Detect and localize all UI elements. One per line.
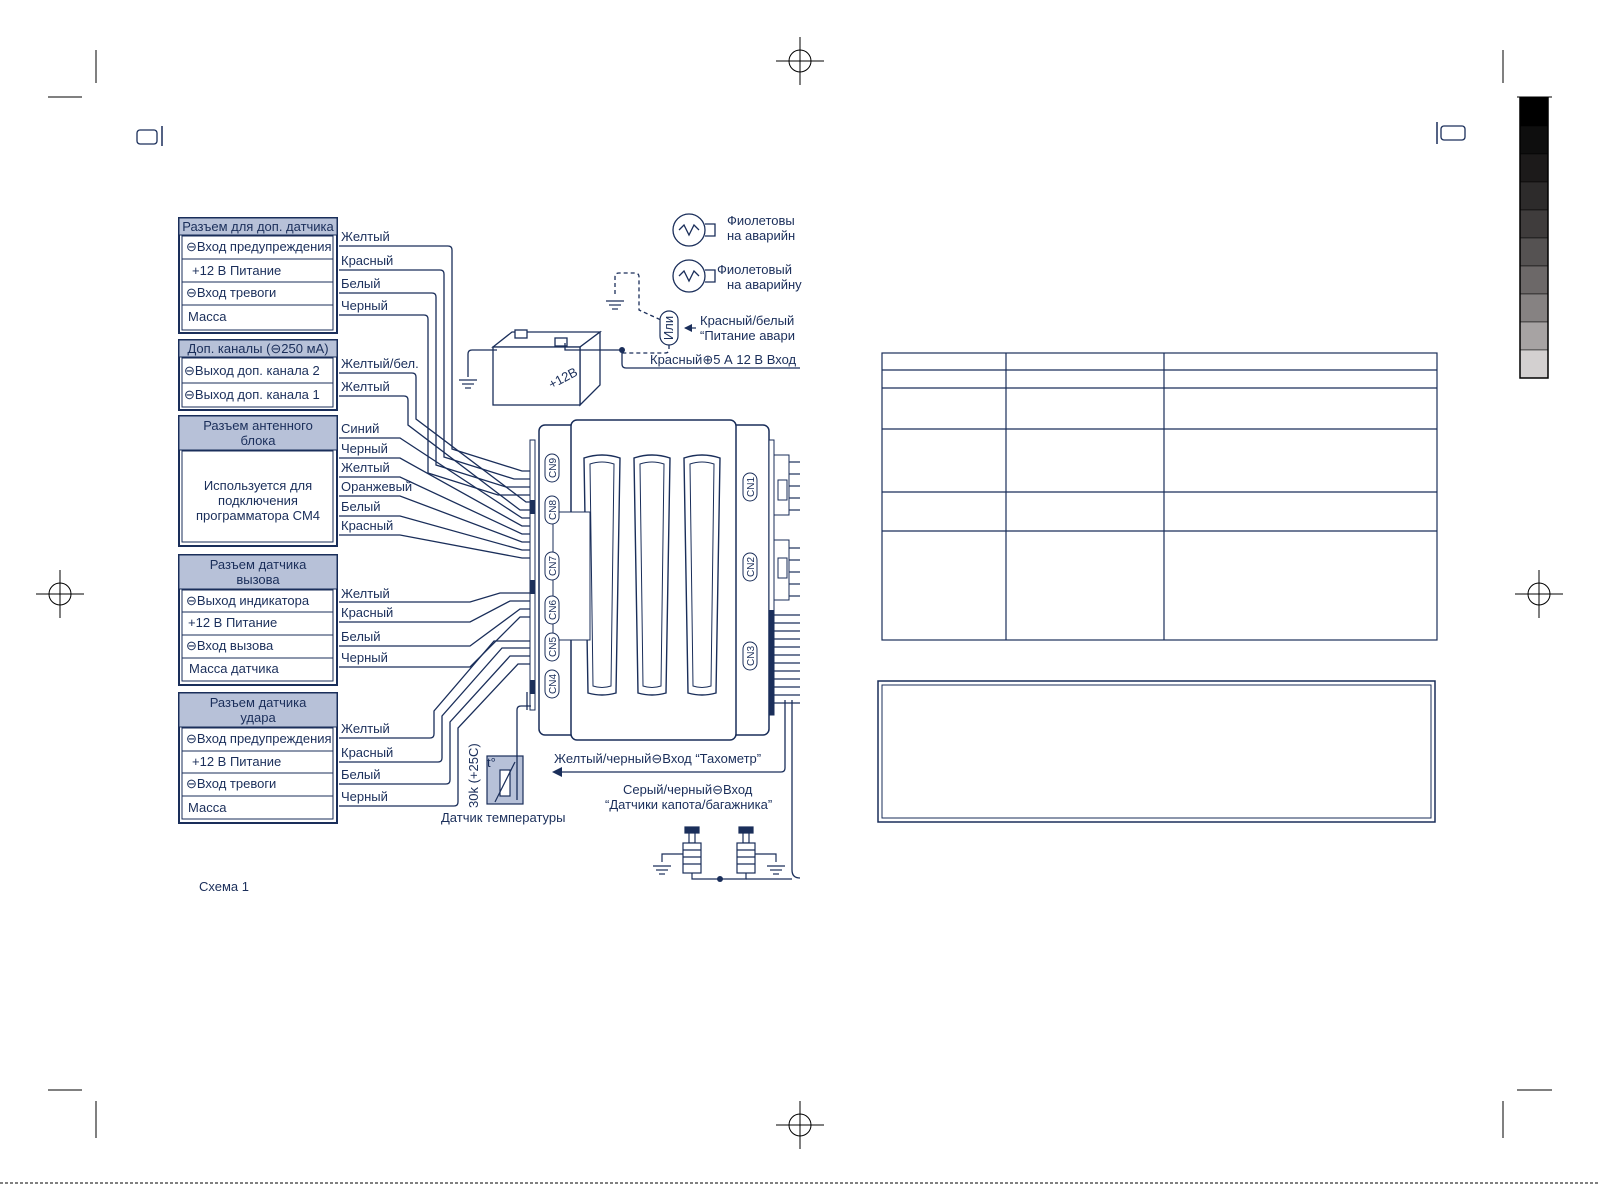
aux-sensor-row: Масса xyxy=(188,309,227,324)
wire-label: Желтый xyxy=(341,229,390,244)
call-sensor-block: Разъем датчика вызова ⊖Выход индикатора … xyxy=(178,554,393,686)
ground-icon xyxy=(605,300,625,310)
wire-label: Черный xyxy=(341,650,388,665)
aux-channels-title: Доп. каналы (⊖250 мА) xyxy=(187,341,328,356)
temp-sensor-label: Датчик температуры xyxy=(441,810,565,825)
connector-label: CN3 xyxy=(746,646,757,666)
wire-label: Красный xyxy=(341,253,393,268)
connector-label: CN7 xyxy=(548,556,559,576)
shock-sensor-row: ⊖Вход тревоги xyxy=(186,776,276,791)
call-sensor-title: вызова xyxy=(236,572,280,587)
aux-sensor-title: Разъем для доп. датчика xyxy=(182,219,334,234)
registration-mark-top xyxy=(775,36,825,86)
call-sensor-row: +12 В Питание xyxy=(188,615,277,630)
red-power-label: Красный⊕5 А 12 В Вход xyxy=(650,352,797,367)
connector-label: CN9 xyxy=(548,458,559,478)
ground-icon xyxy=(652,865,672,875)
or-label: Или xyxy=(661,316,676,340)
antenna-title: Разъем антенного xyxy=(203,418,313,433)
lamp2-label: Фиолетовый xyxy=(717,262,792,277)
antenna-note: программатора CM4 xyxy=(196,508,320,523)
empty-table xyxy=(881,352,1438,641)
shock-sensor-row: +12 В Питание xyxy=(192,754,281,769)
page-tab-right xyxy=(1440,125,1466,141)
connector-label: CN6 xyxy=(548,600,559,620)
wire-label: Красный xyxy=(341,745,393,760)
wire-label: Желтый xyxy=(341,586,390,601)
crop-marks xyxy=(0,50,1600,1184)
call-sensor-row: ⊖Выход индикатора xyxy=(186,593,310,608)
red-white-label: “Питание авари xyxy=(700,328,795,343)
call-sensor-row: Масса датчика xyxy=(189,661,280,676)
tacho-label: Желтый/черный⊖Вход “Тахометр” xyxy=(554,751,761,766)
wire-label: Желтый xyxy=(341,379,390,394)
temp-sensor-rating: 30k (+25C) xyxy=(466,743,481,808)
aux-sensor-row: ⊖Вход тревоги xyxy=(186,285,276,300)
lamp1-label: Фиолетовы xyxy=(727,213,795,228)
antenna-note: подключения xyxy=(218,493,298,508)
page-tab-left xyxy=(136,129,158,145)
call-sensor-title: Разъем датчика xyxy=(210,557,307,572)
wire-label: Черный xyxy=(341,441,388,456)
wire-label: Черный xyxy=(341,789,388,804)
wire-label: Белый xyxy=(341,629,381,644)
red-white-label: Красный/белый xyxy=(700,313,794,328)
shock-sensor-title: Разъем датчика xyxy=(210,695,307,710)
shock-sensor-block: Разъем датчика удара ⊖Вход предупреждени… xyxy=(178,692,393,824)
shock-sensor-row: Масса xyxy=(188,800,227,815)
connector-label: CN5 xyxy=(548,637,559,657)
wire-label: Желтый xyxy=(341,460,390,475)
hood-switch-icon xyxy=(682,826,702,874)
aux-sensor-row: ⊖Вход предупреждения xyxy=(186,239,332,254)
aux-channel-row: ⊖Выход доп. канала 1 xyxy=(184,387,320,402)
registration-mark-right xyxy=(1514,569,1564,619)
hood-label: “Датчики капота/багажника” xyxy=(605,797,772,812)
temp-sensor-symbol: t° xyxy=(487,755,496,770)
wire-label: Красный xyxy=(341,605,393,620)
battery-icon xyxy=(491,329,602,407)
wire-label: Оранжевый xyxy=(341,479,412,494)
empty-note-box xyxy=(877,680,1436,823)
connector-label: CN1 xyxy=(746,477,757,497)
connector-label: CN4 xyxy=(548,674,559,694)
connector-label: CN2 xyxy=(746,557,757,577)
antenna-note: Используется для xyxy=(204,478,312,493)
antenna-title: блока xyxy=(240,433,276,448)
lamp1-label: на аварийн xyxy=(727,228,795,243)
connector-label: CN8 xyxy=(548,500,559,520)
ground-icon xyxy=(458,379,478,389)
aux-channels-block: Доп. каналы (⊖250 мА) ⊖Выход доп. канала… xyxy=(178,339,419,411)
wire-label: Белый xyxy=(341,499,381,514)
aux-sensor-block: Разъем для доп. датчика ⊖Вход предупрежд… xyxy=(178,217,393,334)
lamp2-label: на аварийну xyxy=(727,277,802,292)
main-control-unit: CN9 CN8 CN7 CN6 CN5 CN4 CN1 CN2 CN3 xyxy=(529,419,800,741)
shock-sensor-title: удара xyxy=(240,710,276,725)
hazard-lamp-2 xyxy=(672,259,716,293)
temperature-sensor xyxy=(486,692,531,805)
figure-caption: Схема 1 xyxy=(199,879,249,894)
wires-left xyxy=(339,245,530,807)
aux-channel-row: ⊖Выход доп. канала 2 xyxy=(184,363,320,378)
hazard-lamp-1 xyxy=(672,213,716,247)
wire-label: Красный xyxy=(341,518,393,533)
aux-sensor-row: +12 В Питание xyxy=(192,263,281,278)
registration-mark-bottom xyxy=(775,1100,825,1150)
wire-label: Желтый xyxy=(341,721,390,736)
antenna-block: Разъем антенного блока Используется для … xyxy=(178,415,412,547)
grayscale-bar xyxy=(1519,97,1549,379)
wire-label: Белый xyxy=(341,767,381,782)
wire-label: Синий xyxy=(341,421,379,436)
wire-label: Черный xyxy=(341,298,388,313)
ground-icon xyxy=(766,865,786,875)
trunk-switch-icon xyxy=(736,826,756,874)
registration-mark-left xyxy=(35,569,85,619)
hood-label: Серый/черный⊖Вход xyxy=(623,782,753,797)
call-sensor-row: ⊖Вход вызова xyxy=(186,638,274,653)
wire-label: Белый xyxy=(341,276,381,291)
wire-label: Желтый/бел. xyxy=(341,356,419,371)
shock-sensor-row: ⊖Вход предупреждения xyxy=(186,731,332,746)
